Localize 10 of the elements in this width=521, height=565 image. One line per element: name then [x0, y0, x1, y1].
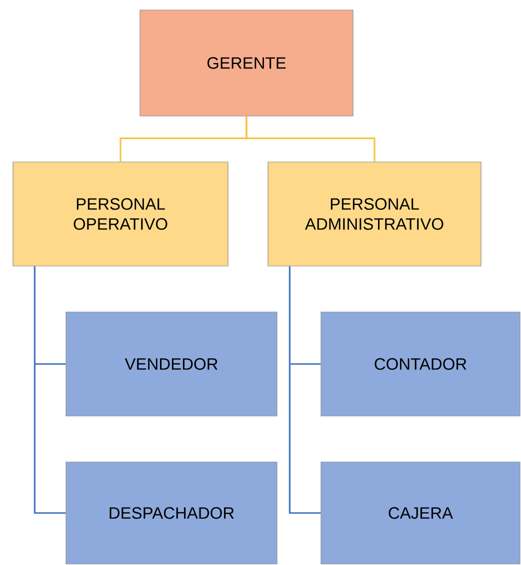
- connector-line: [246, 116, 376, 162]
- department-box: PERSONAL OPERATIVO: [12, 162, 228, 266]
- position-box: CAJERA: [320, 462, 520, 564]
- position-box: DESPACHADOR: [66, 462, 278, 564]
- department-box: PERSONAL ADMINISTRATIVO: [268, 162, 482, 266]
- connector-line: [34, 266, 66, 514]
- position-box: CONTADOR: [320, 312, 520, 416]
- position-box: VENDEDOR: [66, 312, 278, 416]
- manager-box: GERENTE: [140, 10, 354, 116]
- connector-line: [288, 266, 321, 514]
